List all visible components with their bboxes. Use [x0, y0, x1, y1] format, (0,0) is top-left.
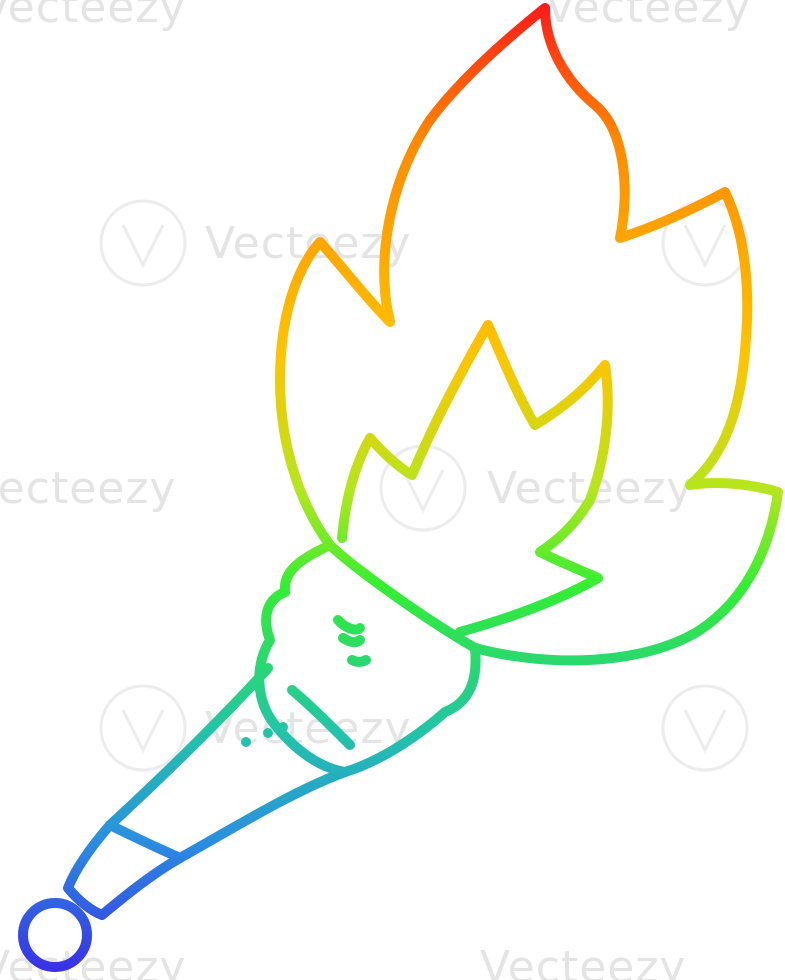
watermark-text: Vecteezy: [545, 0, 751, 33]
watermark-text: Vecteezy: [0, 463, 176, 514]
torch-handle: [105, 663, 350, 863]
vecteezy-logo-icon: [99, 199, 187, 287]
handle-end-ring: [18, 898, 92, 972]
vecteezy-v-icon: [683, 709, 727, 754]
inner-flame: [337, 320, 613, 637]
handle-tip: [63, 820, 185, 920]
watermark-row-top: Vecteezy Vecteezy: [0, 0, 751, 33]
vecteezy-v-icon: [401, 469, 445, 514]
bowl-wrap-line: [338, 633, 365, 648]
watermark-row-3: Vecteezy: [99, 684, 749, 772]
watermark-layer: Vecteezy Vecteezy Vecteezy Vecteezy Vect…: [0, 0, 751, 980]
handle-dot: [241, 737, 251, 747]
watermark-text: Vecteezy: [0, 0, 186, 33]
vecteezy-v-icon: [683, 224, 727, 269]
vecteezy-v-icon: [121, 224, 165, 269]
handle-dot: [278, 722, 288, 732]
outer-flame: [275, 3, 783, 666]
watermark-text: Vecteezy: [480, 942, 686, 980]
vecteezy-v-icon: [121, 709, 165, 754]
bowl-wrap-line: [287, 685, 355, 750]
watermark-text: Vecteezy: [205, 703, 411, 754]
handle-dot: [263, 728, 273, 738]
torch-drawing: [18, 3, 783, 972]
watermark-row-bottom: Vecteezy Vecteezy: [0, 942, 686, 980]
watermark-row-1: Vecteezy: [99, 199, 749, 287]
vecteezy-logo-icon: [99, 684, 187, 772]
vecteezy-logo-icon: [661, 684, 749, 772]
bowl-wrap-line: [333, 615, 365, 635]
bowl-wrap-line: [347, 655, 371, 667]
